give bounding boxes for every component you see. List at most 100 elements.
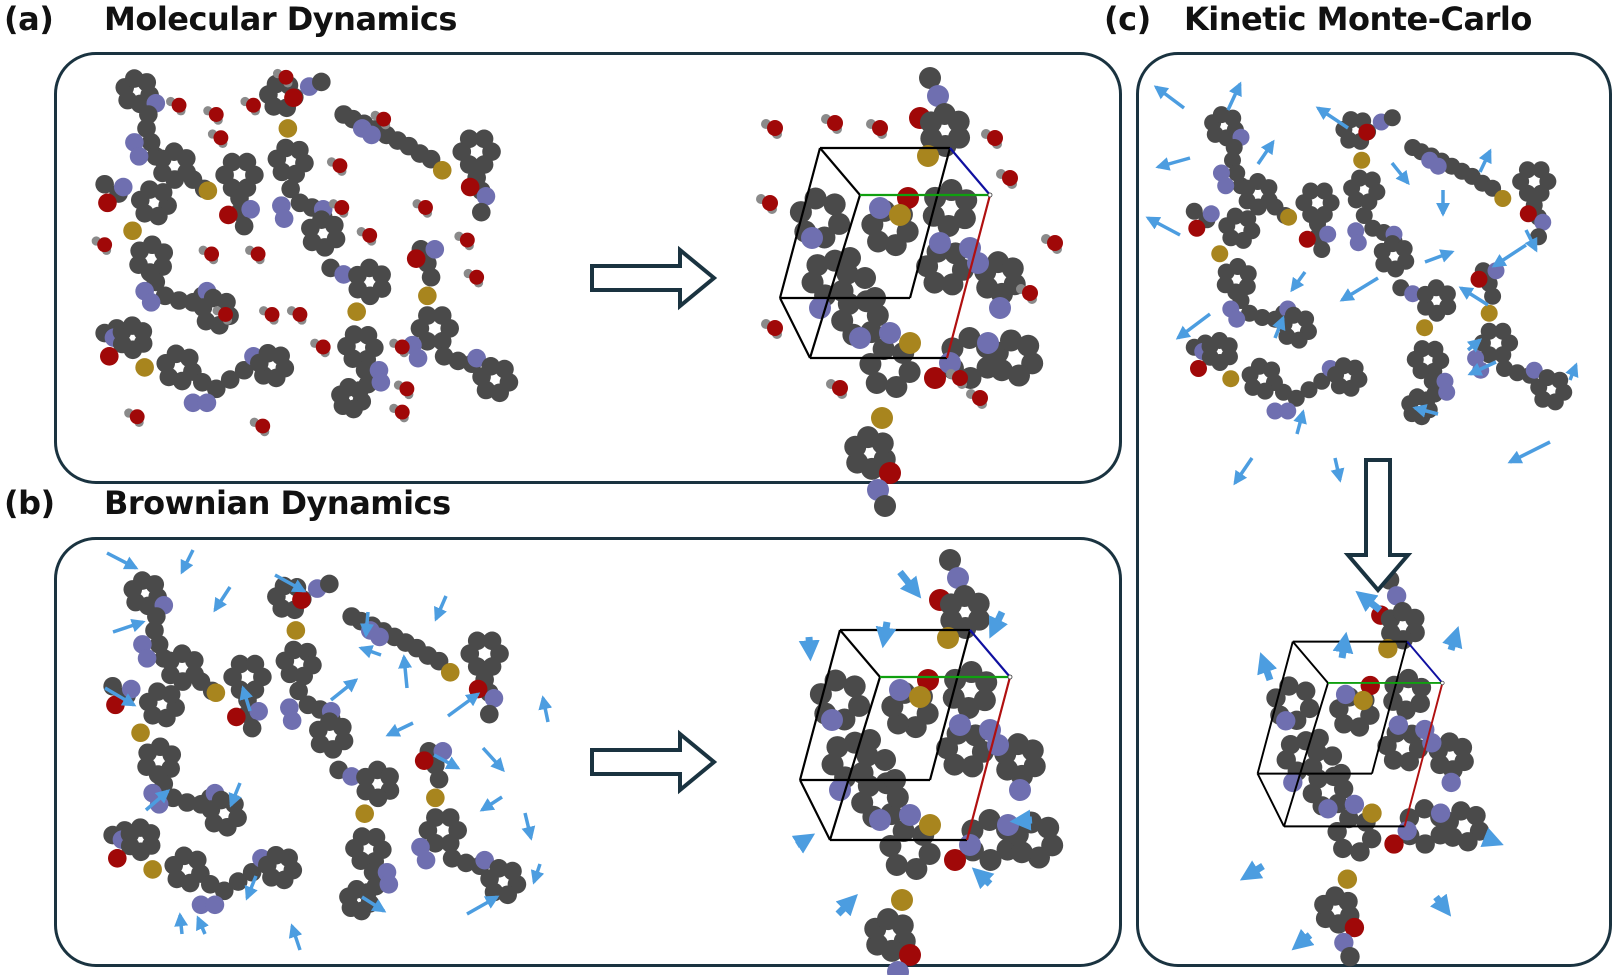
carbon-atom <box>459 129 479 149</box>
carbon-atom <box>284 640 303 660</box>
carbon-atom <box>919 67 941 89</box>
cell-edge <box>1256 641 1294 774</box>
nitrogen-atom <box>1438 383 1456 401</box>
carbon-atom <box>1302 783 1323 804</box>
oxygen-atom <box>250 246 266 262</box>
carbon-atom <box>1411 677 1432 698</box>
brownian-force-arrow <box>329 678 359 702</box>
oxygen-atom <box>899 944 921 966</box>
nitrogen-atom <box>371 373 391 392</box>
oxygen-atom <box>1188 219 1206 237</box>
oxygen-atom <box>208 107 224 122</box>
nitrogen-atom <box>1441 772 1461 793</box>
carbon-atom <box>141 824 161 843</box>
panel-a-transition-arrow <box>590 245 718 311</box>
carbon-atom <box>193 373 212 392</box>
carbon-atom <box>1383 691 1403 711</box>
kmc-force-arrow <box>1507 440 1551 464</box>
sulfur-atom <box>1280 208 1298 226</box>
carbon-atom <box>482 631 502 651</box>
sulfur-atom <box>355 804 374 823</box>
carbon-atom <box>821 753 844 776</box>
nitrogen-atom <box>821 709 843 731</box>
carbon-atom <box>885 375 908 398</box>
brownian-force-arrow <box>244 875 258 901</box>
carbon-atom <box>885 853 908 876</box>
oxygen-atom <box>218 307 233 322</box>
kmc-force-arrow <box>1480 827 1504 848</box>
oxygen-atom <box>315 339 331 355</box>
nitrogen-atom <box>1335 684 1356 705</box>
oxygen-atom <box>767 120 783 136</box>
carbon-atom <box>874 495 896 517</box>
nitrogen-atom <box>1228 310 1246 328</box>
carbon-atom <box>310 734 330 754</box>
carbon-atom <box>380 767 399 786</box>
carbon-atom <box>1275 383 1292 401</box>
panel-b-loose-molecules <box>103 571 527 921</box>
carbon-atom <box>1383 750 1404 770</box>
oxygen-atom <box>897 187 919 209</box>
panel-c-assembled-molecules-unit-cell <box>1256 640 1445 828</box>
carbon-atom <box>1001 257 1024 280</box>
sulfur-atom <box>889 204 911 226</box>
sulfur-atom <box>909 686 931 708</box>
carbon-atom <box>831 309 854 332</box>
carbon-atom <box>1220 337 1238 355</box>
kmc-force-arrow <box>1491 243 1527 268</box>
cell-origin-marker <box>1007 674 1013 680</box>
oxygen-atom <box>459 232 475 248</box>
carbon-atom <box>824 669 847 692</box>
carbon-atom <box>1518 161 1536 179</box>
panel-b-assembled-molecules-unit-cell <box>798 628 1013 842</box>
kmc-force-arrow <box>1332 631 1354 659</box>
carbon-atom <box>271 346 290 366</box>
oxygen-atom <box>924 367 946 389</box>
nitrogen-atom <box>887 961 909 975</box>
nitrogen-atom <box>1217 177 1235 195</box>
carbon-atom <box>373 840 392 860</box>
oxygen-atom <box>100 347 119 366</box>
brownian-force-arrow <box>274 573 307 593</box>
oxygen-atom <box>204 246 220 262</box>
carbon-atom <box>333 717 352 737</box>
carbon-atom <box>1395 240 1413 258</box>
carbon-atom <box>1355 207 1373 224</box>
brownian-force-arrow <box>481 746 505 773</box>
brownian-force-arrow <box>174 912 189 935</box>
oxygen-atom <box>952 370 968 386</box>
carbon-atom <box>1452 737 1473 758</box>
nitrogen-atom <box>1430 803 1451 823</box>
nitrogen-atom <box>869 809 891 831</box>
nitrogen-atom <box>1397 821 1417 841</box>
carbon-atom <box>823 193 846 216</box>
carbon-atom <box>1334 714 1354 734</box>
cell-edge <box>778 147 822 299</box>
nitrogen-atom <box>191 895 211 915</box>
nitrogen-atom <box>1534 213 1552 231</box>
panel-a-letter: (a) <box>4 0 54 38</box>
carbon-atom <box>1333 779 1354 799</box>
cell-c-axis <box>1406 640 1444 684</box>
oxygen-atom <box>399 381 415 397</box>
nitrogen-atom <box>408 348 428 368</box>
carbon-atom <box>289 681 308 701</box>
brownian-force-arrow <box>106 551 139 570</box>
carbon-atom <box>1383 109 1401 127</box>
oxygen-atom <box>278 69 294 85</box>
carbon-atom <box>1225 139 1243 156</box>
carbon-atom <box>967 592 990 615</box>
carbon-atom <box>1443 827 1463 847</box>
carbon-atom <box>302 232 322 252</box>
carbon-atom <box>1287 389 1305 407</box>
kmc-force-arrow <box>1155 156 1191 171</box>
carbon-atom <box>185 651 204 670</box>
carbon-atom <box>1438 285 1456 303</box>
nitrogen-atom <box>137 649 157 668</box>
carbon-atom <box>456 853 476 873</box>
nitrogen-atom <box>977 332 999 354</box>
oxygen-atom <box>332 158 348 174</box>
oxygen-atom <box>872 120 888 136</box>
kmc-force-arrow <box>1239 860 1265 881</box>
